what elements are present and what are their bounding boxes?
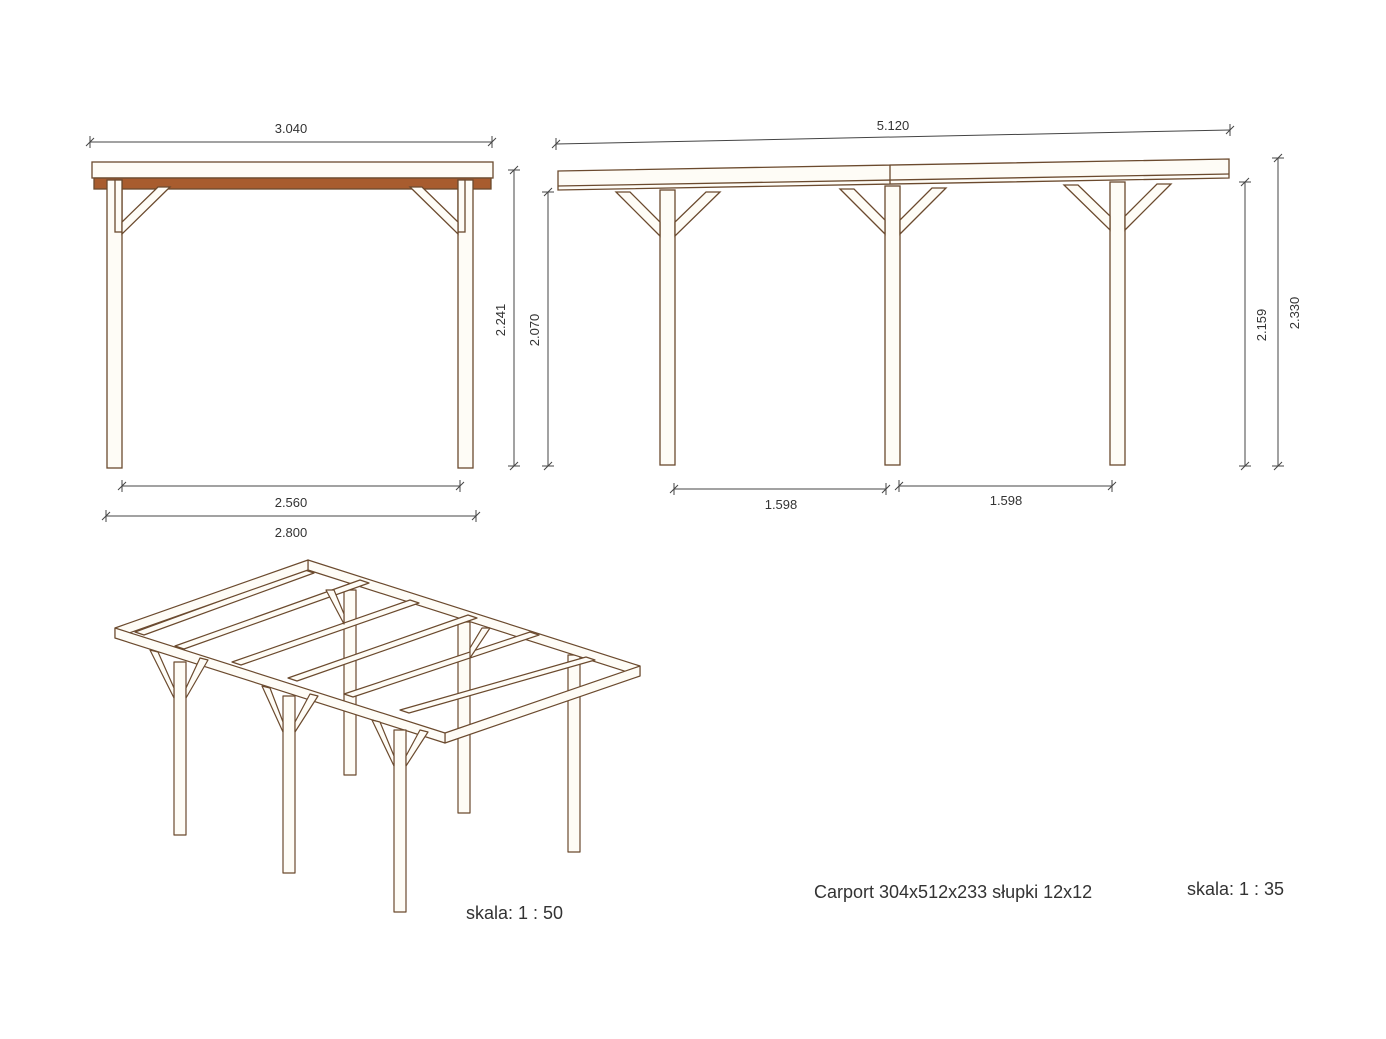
side-post-2-left-brace (838, 188, 886, 236)
axonometric-scale-label: skala: 1 : 50 (466, 903, 563, 923)
front-right-post-cap (457, 179, 466, 233)
side-post-3-left-brace (1062, 184, 1111, 232)
axo-rafter-2 (174, 579, 370, 650)
side-elevation-view (557, 158, 1230, 466)
axo-front-post-1 (173, 661, 187, 836)
front-left-post-cap (114, 179, 123, 233)
front-roof-board (91, 161, 494, 179)
axo-front-beam (114, 627, 446, 744)
elevation-scale-label: skala: 1 : 35 (1187, 879, 1284, 899)
side-post-1-right-brace (674, 191, 722, 238)
axo-right-side-beam (444, 665, 641, 744)
side-post-1 (659, 189, 676, 466)
side-total-height-label: 2.330 (1287, 297, 1302, 330)
axonometric-view (114, 559, 641, 913)
axo-back-post-1 (343, 589, 357, 776)
axo-rafter-4 (287, 614, 478, 682)
axo-front-post-3 (393, 729, 407, 913)
side-roof-length-label: 5.120 (877, 118, 910, 133)
front-right-brace (408, 186, 459, 236)
side-post-2-right-brace (899, 187, 948, 236)
side-post-spacing-2-label: 1.598 (990, 493, 1023, 508)
axo-front-post-3-right-brace (405, 729, 429, 767)
front-dimension-lines (85, 136, 520, 522)
axo-back-post-1-brace (325, 589, 345, 625)
side-post-3 (1109, 181, 1126, 466)
axo-front-post-2-left-brace (261, 685, 284, 733)
side-post-3-right-brace (1124, 183, 1173, 232)
axo-front-post-3-left-brace (371, 719, 395, 767)
axo-left-side-beam (114, 559, 309, 639)
front-post-height-label: 2.241 (493, 304, 508, 337)
side-post-spacing-1-label: 1.598 (765, 497, 798, 512)
axo-back-post-2-brace (469, 627, 491, 659)
axo-front-post-1-right-brace (185, 657, 209, 699)
axo-rafter-1 (134, 569, 315, 636)
axo-back-post-2 (457, 621, 471, 814)
axo-back-post-3 (567, 654, 581, 853)
axo-front-post-1-left-brace (149, 649, 175, 699)
drawing-title: Carport 304x512x233 słupki 12x12 (814, 882, 1092, 902)
front-roof-width-label: 3.040 (275, 121, 308, 136)
axo-rafter-6 (399, 656, 596, 714)
axo-rafter-3 (231, 599, 420, 666)
side-rear-post-height-label: 2.159 (1254, 309, 1269, 342)
side-front-post-height-label: 2.070 (527, 314, 542, 347)
side-roof-board (557, 158, 1230, 191)
axo-rafter-5 (343, 631, 540, 698)
axo-front-post-2-right-brace (294, 693, 319, 733)
side-dimension-lines (542, 124, 1284, 495)
side-post-2 (884, 185, 901, 466)
front-inner-span-label: 2.560 (275, 495, 308, 510)
front-elevation-view (91, 161, 494, 469)
side-post-1-left-brace (614, 191, 661, 238)
front-outer-span-label: 2.800 (275, 525, 308, 540)
front-left-brace (121, 186, 172, 236)
axo-front-post-2 (282, 695, 296, 874)
front-roof-beam (93, 177, 492, 190)
